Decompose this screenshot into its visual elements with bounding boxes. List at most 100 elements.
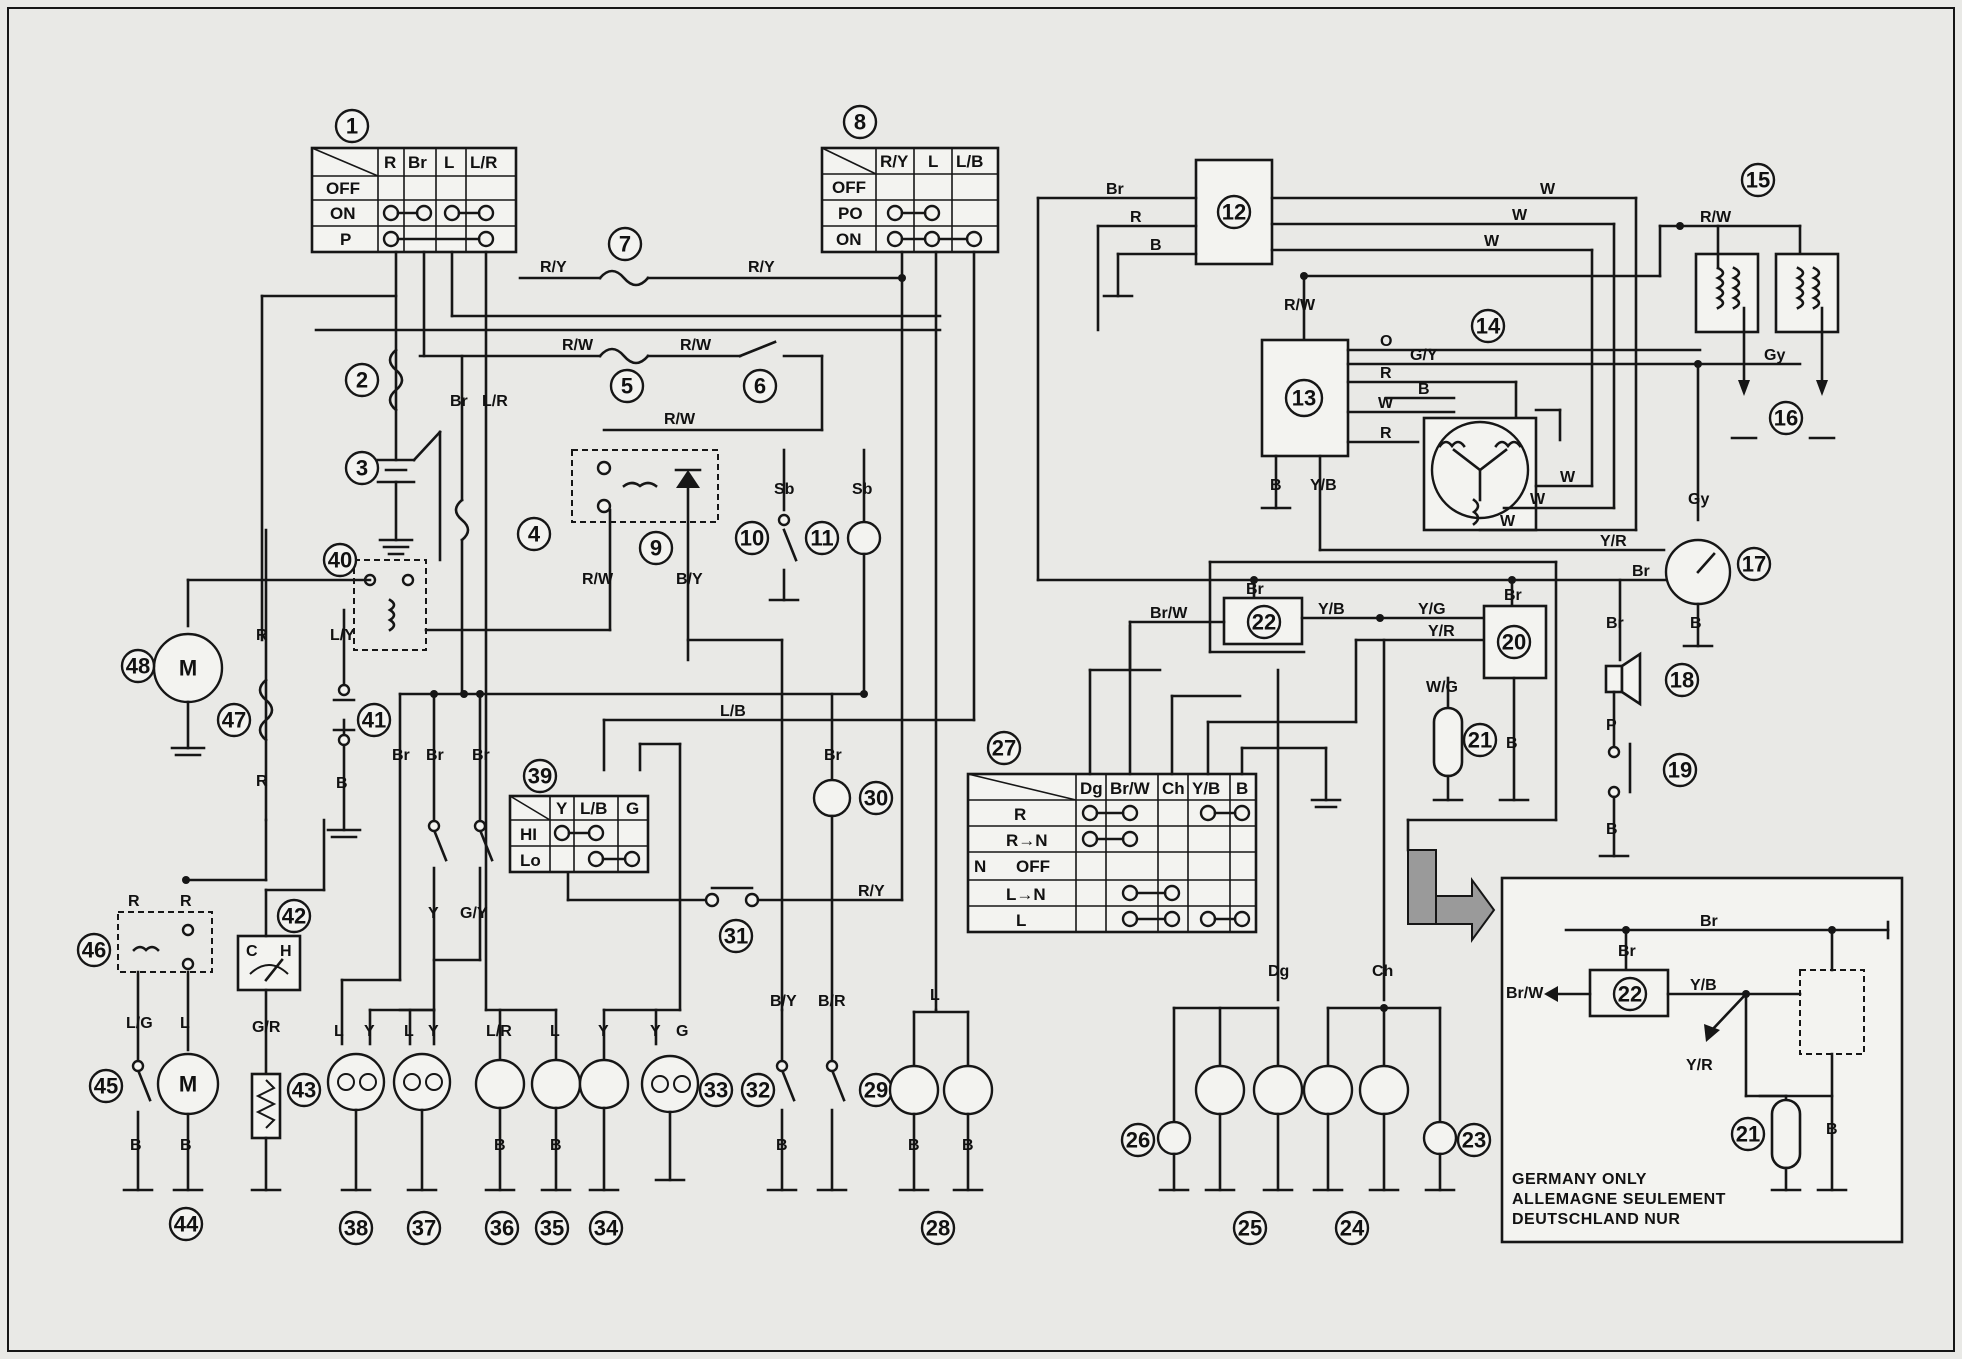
ign-row-on: ON (330, 204, 356, 223)
wire-b-28a: B (908, 1137, 920, 1154)
starter-motor-symbol: M (179, 656, 197, 681)
wire-y-a: Y (428, 905, 439, 922)
wire-b-35: B (550, 1137, 562, 1154)
gauge-h: H (280, 943, 292, 960)
relay-section: Br 22 Br/W Y/B Y/G Y/R Br 20 B W/G 21 (1128, 560, 1700, 944)
wire-b-41: B (336, 775, 348, 792)
callout-4: 4 (528, 522, 541, 547)
turn-row-off: OFF (1016, 857, 1050, 876)
wire-gy-a: G/Y (460, 905, 488, 922)
wire-sb-10: Sb (774, 481, 795, 498)
inset-callout-21: 21 (1736, 1122, 1760, 1147)
callout-30: 30 (864, 786, 888, 811)
callout-47: 47 (222, 708, 246, 733)
callout-20: 20 (1502, 630, 1526, 655)
wire-br-12: Br (1106, 181, 1124, 198)
wire-w-3: W (1484, 233, 1500, 250)
ign-col-r: R (384, 153, 396, 172)
wire-b-44: B (180, 1137, 192, 1154)
wire-br-22: Br (1246, 581, 1264, 598)
callout-38: 38 (344, 1216, 368, 1241)
wire-rw-9: R/W (582, 571, 614, 588)
wire-ry-1: R/Y (540, 259, 567, 276)
ign-col-br: Br (408, 153, 427, 172)
wire-b-20: B (1506, 735, 1518, 752)
wire-by-9: B/Y (676, 571, 703, 588)
wire-br-30: Br (824, 747, 842, 764)
callout-17: 17 (1742, 552, 1766, 577)
callout-23: 23 (1462, 1128, 1486, 1153)
callout-45: 45 (94, 1074, 118, 1099)
callout-44: 44 (174, 1212, 199, 1237)
callout-16: 16 (1774, 406, 1798, 431)
callout-37: 37 (412, 1216, 436, 1241)
callout-36: 36 (490, 1216, 514, 1241)
callout-18: 18 (1670, 668, 1694, 693)
wire-b-45: B (130, 1137, 142, 1154)
wire-o: O (1380, 333, 1392, 350)
wire-b-36: B (494, 1137, 506, 1154)
gauge-c: C (246, 943, 258, 960)
callout-12: 12 (1222, 200, 1246, 225)
wire-w-14b: W (1530, 491, 1546, 508)
inset-wire-yb: Y/B (1690, 977, 1717, 994)
dimmer-switch-table: Y L/B G HI Lo 39 (508, 758, 650, 874)
wire-yg-20: Y/G (1418, 601, 1446, 618)
wire-rw-15: R/W (1700, 209, 1732, 226)
wire-gy-16: Gy (1764, 347, 1785, 364)
wire-yb-13: Y/B (1310, 477, 1337, 494)
turn-switch-table: Dg Br/W Ch Y/B B R R→N OFF L→N L N 27 (966, 624, 1358, 934)
ign-col-l: L (444, 153, 454, 172)
starter-section: M 48 40 L/Y B 41 R/W (120, 508, 614, 839)
wire-br-29: B/R (818, 993, 846, 1010)
callout-26: 26 (1126, 1128, 1150, 1153)
br-bus-section: Br Br Y Br G/Y L/B R/Y 31 (392, 690, 976, 1012)
bottom-lamps-middle: B/Y B 32 Br B/R 30 29 L B B (740, 692, 994, 1246)
wire-p: P (1606, 717, 1617, 734)
main-row-off: OFF (832, 178, 866, 197)
dim-row-hi: HI (520, 825, 537, 844)
wire-r-47b: R (256, 773, 268, 790)
germany-inset: Br Br 22 Br/W Y/B Y/R B 21 GERMANY ONLY … (1500, 876, 1904, 1244)
wire-wg: W/G (1426, 679, 1458, 696)
wire-w-2: W (1512, 207, 1528, 224)
wire-b-13b: B (1418, 381, 1430, 398)
wire-lr-36: L/R (486, 1023, 512, 1040)
callout-8: 8 (854, 110, 866, 135)
inset-wire-br-22: Br (1618, 943, 1636, 960)
wire-b-12: B (1150, 237, 1162, 254)
wire-y-37: Y (428, 1023, 439, 1040)
callout-24: 24 (1340, 1216, 1365, 1241)
wire-dg: Dg (1268, 963, 1289, 980)
bottom-lamps-left: L Y 38 L Y 37 L/R B 36 L B (326, 978, 734, 1246)
wire-ly: L/Y (330, 627, 355, 644)
wire-l-37: L (404, 1023, 414, 1040)
wire-yr-17: Y/R (1600, 533, 1627, 550)
callout-39: 39 (528, 764, 552, 789)
bottom-lamps-right: Dg 26 25 Ch 24 (1120, 638, 1492, 1246)
callout-15: 15 (1746, 168, 1770, 193)
callout-7: 7 (619, 232, 631, 257)
wire-w-14c: W (1500, 513, 1516, 530)
wire-ry-2: R/Y (748, 259, 775, 276)
wire-br-20: Br (1504, 587, 1522, 604)
wire-br-top: Br (450, 393, 468, 410)
charging-section: 12 Br R B W W W R/W 13 B Y/B (1036, 158, 1840, 648)
ign-row-off: OFF (326, 179, 360, 198)
wire-y-38: Y (364, 1023, 375, 1040)
wire-by-32: B/Y (770, 993, 797, 1010)
callout-9: 9 (650, 536, 662, 561)
turn-col-yb: Y/B (1192, 779, 1220, 798)
wire-ry-31: R/Y (858, 883, 885, 900)
wire-rw-1: R/W (562, 337, 594, 354)
neutral-block: R/W B/Y 9 Sb 10 Sb 11 (571, 354, 882, 1012)
fan-motor-symbol: M (179, 1072, 197, 1097)
wire-sb-11: Sb (852, 481, 873, 498)
inset-callout-22: 22 (1618, 982, 1642, 1007)
wire-w-1: W (1540, 181, 1556, 198)
wire-br-17: Br (1632, 563, 1650, 580)
callout-34: 34 (594, 1216, 619, 1241)
wire-gr: G/R (252, 1019, 281, 1036)
wire-b-19: B (1606, 821, 1618, 838)
wire-b-17: B (1690, 615, 1702, 632)
